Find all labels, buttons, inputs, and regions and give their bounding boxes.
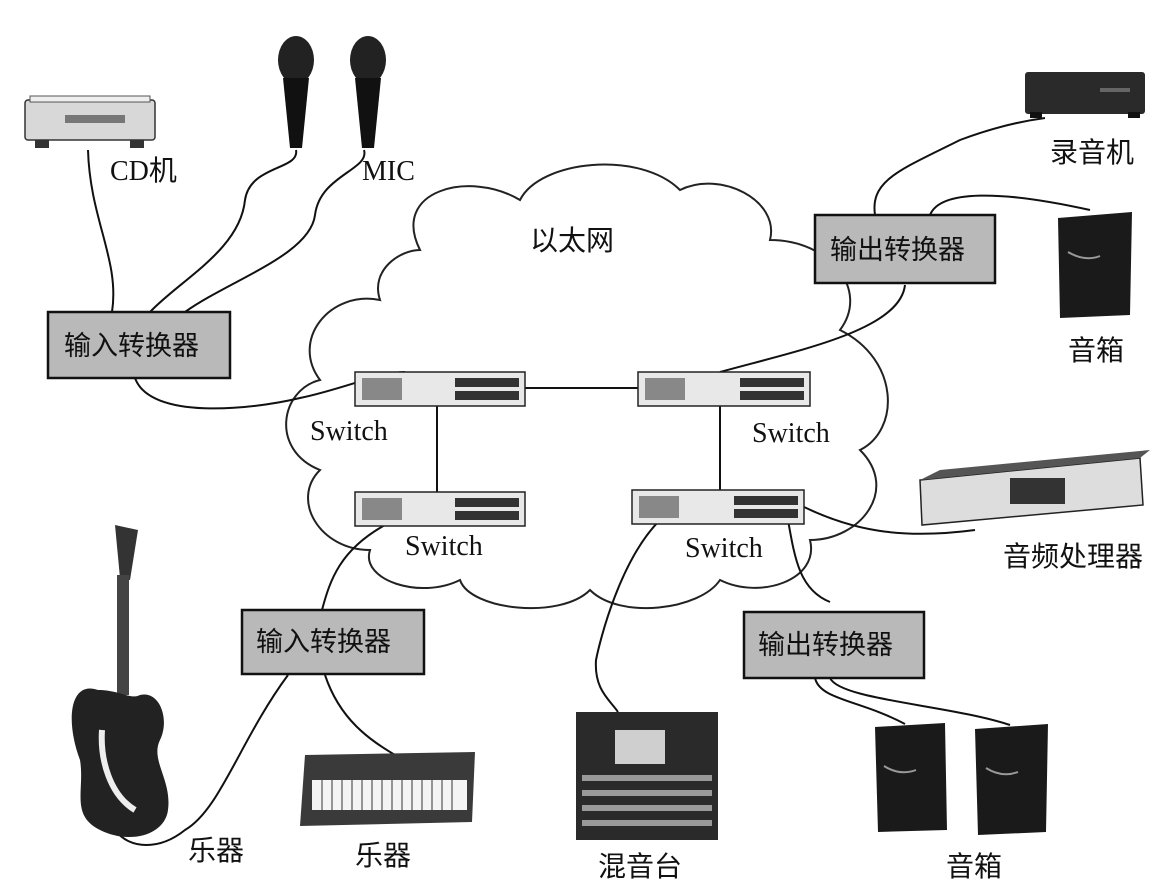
output-converter-top: 输出转换器 bbox=[813, 213, 997, 285]
switch-label: Switch bbox=[310, 416, 388, 447]
switch-label: Switch bbox=[405, 531, 483, 562]
audio-processor-icon: 音频处理器 bbox=[919, 450, 1150, 573]
switch-label: Switch bbox=[752, 418, 830, 449]
cd-player-label: CD机 bbox=[110, 155, 177, 187]
converter-label: 输入转换器 bbox=[64, 331, 199, 362]
converter-label: 输出转换器 bbox=[758, 630, 893, 661]
mic-label: MIC bbox=[362, 156, 415, 187]
converter-label: 输入转换器 bbox=[256, 627, 391, 658]
speakers-icon: 音箱 bbox=[875, 723, 1048, 883]
switch-top-right: Switch bbox=[637, 371, 830, 449]
speaker-icon: 音箱 bbox=[1058, 212, 1132, 367]
guitar-icon: 乐器 bbox=[71, 525, 244, 867]
audio-processor-label: 音频处理器 bbox=[1003, 540, 1143, 573]
switch-label: Switch bbox=[685, 533, 763, 564]
guitar-label: 乐器 bbox=[188, 834, 244, 867]
mic-icon: MIC bbox=[278, 36, 415, 187]
input-converter-top: 输入转换器 bbox=[46, 310, 232, 380]
recorder-label: 录音机 bbox=[1050, 136, 1134, 169]
input-converter-bottom: 输入转换器 bbox=[240, 608, 426, 676]
cd-player-icon: CD机 bbox=[24, 95, 177, 187]
speaker-label: 音箱 bbox=[1068, 334, 1124, 367]
keyboard-icon: 乐器 bbox=[300, 752, 475, 872]
keyboard-label: 乐器 bbox=[355, 839, 411, 872]
switch-bottom-right: Switch bbox=[631, 489, 805, 564]
switch-bottom-left: Switch bbox=[354, 491, 526, 562]
recorder-icon: 录音机 bbox=[1025, 72, 1145, 169]
output-converter-bottom: 输出转换器 bbox=[742, 610, 926, 680]
switch-top-left: Switch bbox=[310, 371, 526, 447]
mixer-label: 混音台 bbox=[598, 850, 682, 883]
mixer-icon: 混音台 bbox=[576, 712, 718, 883]
converter-label: 输出转换器 bbox=[830, 235, 965, 266]
speakers-label: 音箱 bbox=[946, 850, 1002, 883]
ethernet-label: 以太网 bbox=[530, 224, 614, 257]
